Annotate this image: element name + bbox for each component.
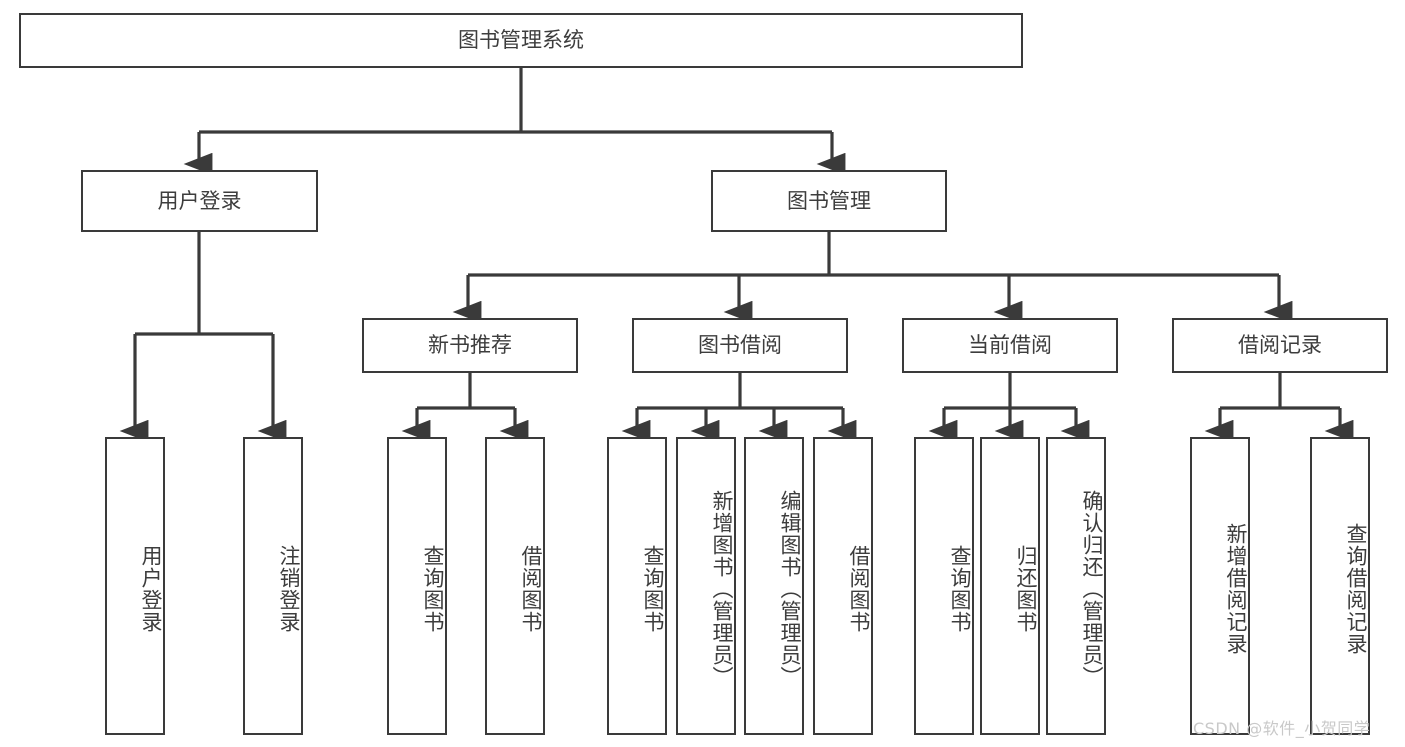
node-label: 查询图书 — [421, 545, 445, 633]
node-leaf-query-book-borrow[interactable]: 查询图书 — [607, 437, 667, 735]
node-leaf-borrow-book[interactable]: 借阅图书 — [813, 437, 873, 735]
node-user-login[interactable]: 用户登录 — [81, 170, 318, 232]
node-label: 查询图书 — [948, 545, 972, 633]
node-label: 用户登录 — [157, 188, 242, 213]
node-leaf-confirm-return-admin[interactable]: 确认归还（管理员） — [1046, 437, 1106, 735]
node-label: 归还图书 — [1014, 545, 1038, 633]
node-leaf-query-book-current[interactable]: 查询图书 — [914, 437, 974, 735]
node-leaf-edit-book-admin[interactable]: 编辑图书（管理员） — [744, 437, 804, 735]
node-leaf-user-login[interactable]: 用户登录 — [105, 437, 165, 735]
node-label: 图书管理系统 — [458, 28, 584, 53]
node-book-borrow[interactable]: 图书借阅 — [632, 318, 848, 373]
node-label: 新增图书（管理员） — [710, 490, 734, 688]
node-label: 借阅图书 — [847, 545, 871, 633]
node-leaf-add-book-admin[interactable]: 新增图书（管理员） — [676, 437, 736, 735]
node-label: 借阅图书 — [519, 545, 543, 633]
node-label: 当前借阅 — [968, 333, 1052, 358]
node-label: 查询图书 — [641, 545, 665, 633]
node-leaf-logout[interactable]: 注销登录 — [243, 437, 303, 735]
node-root-system[interactable]: 图书管理系统 — [19, 13, 1023, 68]
node-current-borrow[interactable]: 当前借阅 — [902, 318, 1118, 373]
node-label: 图书借阅 — [698, 333, 782, 358]
node-new-book-recommend[interactable]: 新书推荐 — [362, 318, 578, 373]
node-label: 注销登录 — [277, 545, 301, 633]
node-label: 编辑图书（管理员） — [778, 490, 802, 688]
node-label: 确认归还（管理员） — [1080, 490, 1104, 688]
node-label: 借阅记录 — [1238, 333, 1322, 358]
node-leaf-return-book[interactable]: 归还图书 — [980, 437, 1040, 735]
node-label: 图书管理 — [787, 188, 871, 213]
node-label: 新书推荐 — [428, 333, 512, 358]
node-leaf-query-book-recommend[interactable]: 查询图书 — [387, 437, 447, 735]
node-label: 查询借阅记录 — [1344, 523, 1368, 655]
node-leaf-query-borrow-record[interactable]: 查询借阅记录 — [1310, 437, 1370, 735]
node-label: 新增借阅记录 — [1224, 523, 1248, 655]
node-label: 用户登录 — [139, 545, 163, 633]
csdn-watermark: CSDN @软件_小贺同学 — [1193, 719, 1371, 738]
node-leaf-borrow-book-recommend[interactable]: 借阅图书 — [485, 437, 545, 735]
node-book-management[interactable]: 图书管理 — [711, 170, 947, 232]
node-borrow-record[interactable]: 借阅记录 — [1172, 318, 1388, 373]
node-leaf-add-borrow-record[interactable]: 新增借阅记录 — [1190, 437, 1250, 735]
